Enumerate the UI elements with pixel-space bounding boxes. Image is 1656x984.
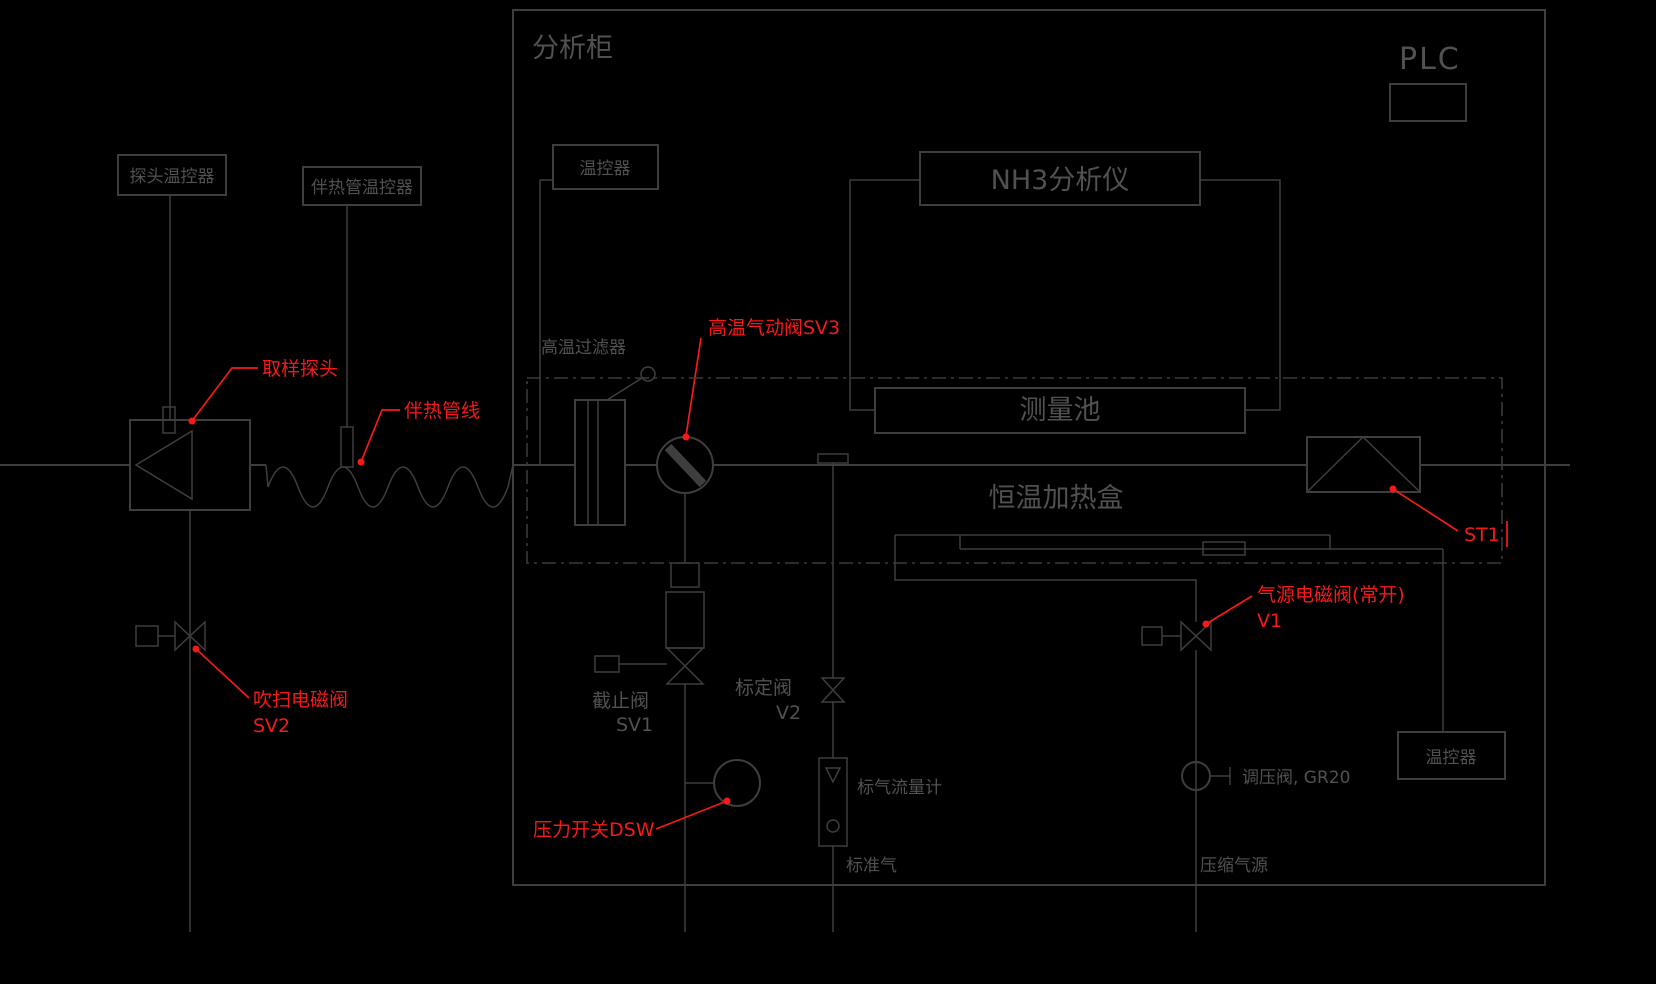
probe-temp-controller: 探头温控器 xyxy=(117,154,227,420)
flowmeter-body xyxy=(818,757,848,847)
st1-body xyxy=(1306,436,1421,493)
tee-fitting xyxy=(817,453,849,464)
sv2-annotation: 吹扫电磁阀 SV2 xyxy=(192,645,348,737)
measuring-cell-label: 测量池 xyxy=(1020,395,1101,426)
cabinet-title: 分析柜 xyxy=(532,33,613,64)
analysis-cabinet-outline xyxy=(512,9,1546,886)
nh3-analyzer-label: NH3分析仪 xyxy=(991,165,1130,196)
filter-vent-circle xyxy=(640,366,656,382)
heating-box-label: 恒温加热盒 xyxy=(989,483,1124,514)
st1-label: ST1 xyxy=(1464,524,1500,546)
v1-label: 气源电磁阀(常开) xyxy=(1257,584,1405,606)
filter-body xyxy=(574,399,626,526)
air-supply-branch: 气源电磁阀(常开) V1 调压阀, GR20 压缩气源 xyxy=(894,535,1405,932)
v1-solenoid-box xyxy=(1141,626,1163,646)
dsw-circle xyxy=(713,759,761,807)
cabinet-temp-controller-bottom: 温控器 xyxy=(1397,731,1506,780)
st1-device: ST1 xyxy=(1306,435,1508,547)
trace-line-annotation: 伴热管线 xyxy=(357,400,480,466)
heating-box-outline xyxy=(526,377,1503,564)
probe-sensor-tick xyxy=(162,406,176,434)
plc-box xyxy=(1389,83,1467,122)
sampling-probe-triangle xyxy=(134,429,193,501)
sv3-annotation: 高温气动阀SV3 xyxy=(682,317,840,441)
plc-label: PLC xyxy=(1399,42,1461,77)
sv1-solenoid-box xyxy=(594,655,620,673)
heat-trace-wavy-line xyxy=(267,466,509,508)
v1-valve xyxy=(1180,620,1198,652)
calibration-branch: 标定阀 V2 标气流量计 标准气 xyxy=(735,453,942,932)
sv1-tag: SV1 xyxy=(616,714,653,736)
v2-valve xyxy=(820,677,846,692)
dsw-label: 压力开关DSW xyxy=(533,819,655,841)
flowmeter-indicator xyxy=(824,767,842,784)
trace-sensor-tick xyxy=(340,426,354,468)
v2-label: 标定阀 xyxy=(735,677,792,699)
trace-temp-controller: 伴热管温控器 xyxy=(302,166,422,468)
st1-triangle xyxy=(1306,435,1421,493)
cabinet-temp-controller-top: 温控器 xyxy=(539,144,659,465)
sampling-probe-body xyxy=(129,419,251,511)
nh3-analyzer-box xyxy=(919,151,1201,206)
pressure-switch-dsw: 压力开关DSW xyxy=(533,759,761,841)
measuring-cell: 测量池 xyxy=(874,387,1246,434)
air-source-label: 压缩气源 xyxy=(1200,856,1268,876)
probe-annotation: 取样探头 xyxy=(188,358,338,425)
sv1-shutoff-valve: 截止阀 SV1 xyxy=(592,493,705,932)
trace-line-annotation-label: 伴热管线 xyxy=(404,400,480,422)
purge-branch xyxy=(135,510,206,932)
cal-gas-label: 标准气 xyxy=(846,856,897,876)
v1-tag: V1 xyxy=(1257,610,1282,632)
measuring-cell-box xyxy=(874,387,1246,434)
cabinet-temp-controller-bottom-label: 温控器 xyxy=(1426,748,1477,768)
nh3-analyzer: NH3分析仪 xyxy=(849,151,1281,411)
flowmeter-float xyxy=(826,819,840,833)
probe-annotation-label: 取样探头 xyxy=(262,358,338,380)
sampling-probe xyxy=(0,406,269,511)
filter-label: 高温过滤器 xyxy=(541,338,626,358)
sv2-solenoid-box xyxy=(135,625,159,647)
flowmeter-label: 标气流量计 xyxy=(857,778,942,798)
v2-tag: V2 xyxy=(776,702,801,724)
sv2-annotation-tag: SV2 xyxy=(253,715,290,737)
regulator-label: 调压阀, GR20 xyxy=(1242,768,1350,788)
sv3-ball-valve xyxy=(656,436,714,494)
sv3-annotation-label: 高温气动阀SV3 xyxy=(708,317,840,339)
heater-sensor-block xyxy=(1202,541,1246,556)
cabinet-temp-controller-top-label: 温控器 xyxy=(580,159,631,179)
wavy-line-connector xyxy=(507,464,514,488)
probe-temp-controller-label: 探头温控器 xyxy=(130,167,215,187)
high-temp-filter: 高温过滤器 xyxy=(541,338,656,526)
sv2-annotation-label: 吹扫电磁阀 xyxy=(253,689,348,711)
sv1-label: 截止阀 xyxy=(592,690,649,712)
trace-temp-controller-label: 伴热管温控器 xyxy=(311,178,413,198)
heater-element xyxy=(895,534,1444,732)
sv2-valve xyxy=(174,620,192,652)
